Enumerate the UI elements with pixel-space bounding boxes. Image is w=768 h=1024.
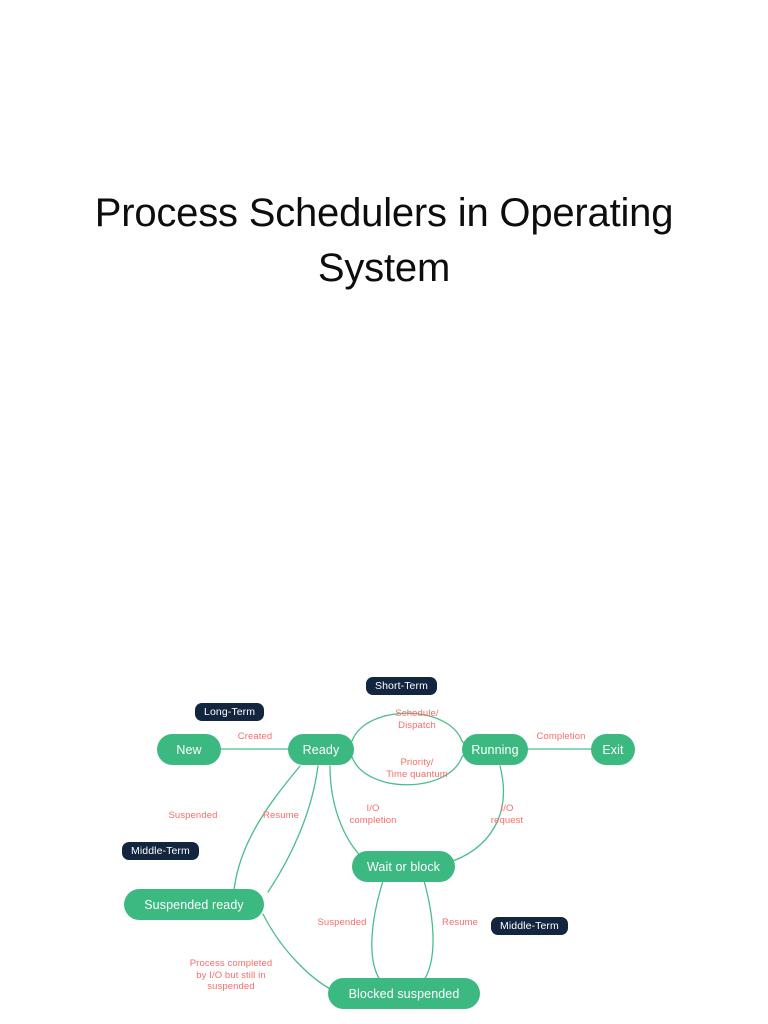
edge-running-to-ready-bottom bbox=[351, 756, 463, 786]
badge-long-term[interactable]: Long-Term bbox=[195, 703, 265, 721]
node-ready[interactable]: Ready bbox=[288, 734, 354, 765]
badge-middle-term-left[interactable]: Middle-Term bbox=[122, 842, 199, 860]
node-blocked-suspended[interactable]: Blocked suspended bbox=[328, 978, 480, 1009]
node-wait-or-block-label: Wait or block bbox=[366, 859, 441, 874]
edge-label-io-completion: I/O completion bbox=[349, 803, 397, 826]
edge-label-completion: Completion bbox=[536, 731, 586, 742]
node-exit[interactable]: Exit bbox=[591, 734, 635, 765]
edge-wait-to-blocked-suspended bbox=[371, 880, 384, 981]
edge-ready-to-suspended-ready bbox=[233, 765, 301, 891]
node-running-label: Running bbox=[471, 742, 519, 757]
node-wait-or-block[interactable]: Wait or block bbox=[352, 851, 455, 882]
edge-label-process-completed: Process completed by I/O but still in su… bbox=[189, 958, 273, 993]
edge-label-schedule-dispatch: Schedule/ Dispatch bbox=[395, 708, 439, 731]
edge-label-resume-lower: Resume bbox=[442, 917, 478, 928]
page-title: Process Schedulers in Operating System bbox=[94, 191, 674, 291]
edge-ready-to-running-top bbox=[351, 712, 463, 742]
node-blocked-suspended-label: Blocked suspended bbox=[348, 986, 460, 1001]
edge-label-suspended-upper: Suspended bbox=[168, 810, 218, 821]
badge-middle-term-right[interactable]: Middle-Term bbox=[491, 917, 568, 935]
node-suspended-ready-label: Suspended ready bbox=[144, 897, 244, 912]
edge-label-resume-upper: Resume bbox=[263, 810, 299, 821]
edge-label-io-request: I/O request bbox=[490, 803, 524, 826]
badge-middle-term-right-label: Middle-Term bbox=[500, 920, 559, 932]
badge-short-term-label: Short-Term bbox=[375, 680, 428, 692]
edge-blocked-suspended-to-suspended-ready bbox=[262, 913, 333, 991]
badge-middle-term-left-label: Middle-Term bbox=[131, 845, 190, 857]
edge-running-to-wait-io-request bbox=[443, 765, 505, 865]
badge-short-term[interactable]: Short-Term bbox=[366, 677, 437, 695]
edge-blocked-suspended-to-wait bbox=[423, 880, 434, 981]
node-new-label: New bbox=[176, 742, 202, 757]
node-suspended-ready[interactable]: Suspended ready bbox=[124, 889, 264, 920]
edge-label-priority-time-quantum: Priority/ Time quantum bbox=[386, 757, 448, 780]
edge-suspended-ready-to-ready bbox=[267, 765, 319, 893]
edge-label-suspended-lower: Suspended bbox=[317, 917, 367, 928]
node-new[interactable]: New bbox=[157, 734, 221, 765]
node-ready-label: Ready bbox=[302, 742, 340, 757]
node-exit-label: Exit bbox=[602, 742, 624, 757]
edge-label-created: Created bbox=[237, 731, 273, 742]
node-running[interactable]: Running bbox=[462, 734, 528, 765]
badge-long-term-label: Long-Term bbox=[204, 706, 256, 718]
